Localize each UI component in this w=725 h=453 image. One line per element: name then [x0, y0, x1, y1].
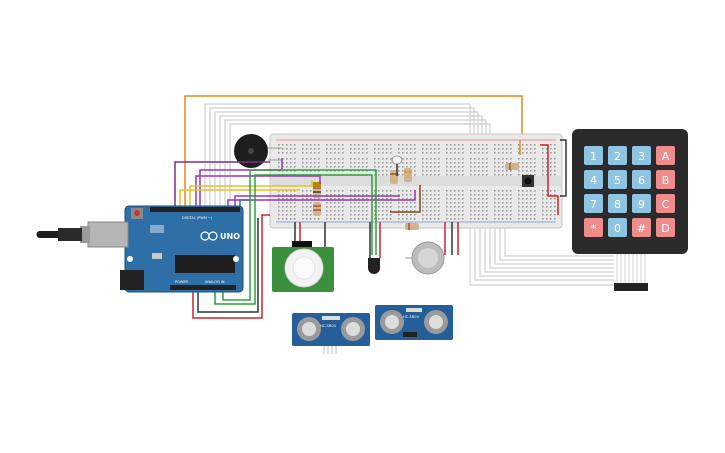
- breadboard: [269, 133, 563, 229]
- keypad-key-3[interactable]: 3: [632, 146, 651, 165]
- keypad-key-label: 8: [614, 198, 621, 211]
- analog-in-label: ANALOG IN: [205, 280, 225, 284]
- keypad-key-star[interactable]: *: [584, 218, 603, 237]
- microcontroller-chip: [175, 255, 235, 273]
- arduino-uno: UNO DIGITAL (PWM ~) POWER ANALOG IN: [36, 205, 244, 293]
- keypad-key-hash[interactable]: #: [632, 218, 651, 237]
- small-component: [313, 182, 321, 188]
- keypad-4x4: 1 2 3 A 4 5 6 B 7 8 9 C * 0 # D: [572, 129, 688, 292]
- digital-pins-label: DIGITAL (PWM ~): [182, 216, 213, 220]
- keypad-key-7[interactable]: 7: [584, 194, 603, 213]
- ultrasonic-sensor-1: HC-SR04: [292, 313, 370, 354]
- keypad-key-label: 4: [590, 174, 597, 187]
- keypad-key-9[interactable]: 9: [632, 194, 651, 213]
- keypad-key-label: C: [662, 198, 670, 211]
- keypad-key-D[interactable]: D: [656, 218, 675, 237]
- keypad-key-label: 7: [590, 198, 597, 211]
- keypad-key-label: 9: [638, 198, 645, 211]
- gas-sensor: [405, 241, 445, 275]
- keypad-key-label: 6: [638, 174, 645, 187]
- keypad-key-C[interactable]: C: [656, 194, 675, 213]
- resistor-2: [313, 202, 321, 216]
- keypad-key-6[interactable]: 6: [632, 170, 651, 189]
- keypad-key-1[interactable]: 1: [584, 146, 603, 165]
- ultrasonic-1-label: HC-SR04: [320, 324, 337, 328]
- keypad-key-label: B: [662, 174, 670, 187]
- power-analog-header: [170, 285, 236, 290]
- keypad-key-label: #: [637, 222, 646, 235]
- keypad-key-A[interactable]: A: [656, 146, 675, 165]
- keypad-key-5[interactable]: 5: [608, 170, 627, 189]
- resistor-4: [404, 168, 412, 182]
- keypad-key-0[interactable]: 0: [608, 218, 627, 237]
- digital-header: [150, 207, 240, 212]
- gray-wire-bundle: [204, 103, 620, 286]
- keypad-key-label: 2: [614, 150, 621, 163]
- keypad-key-label: A: [662, 150, 670, 163]
- ultrasonic-sensor-2: HC-SR04: [375, 305, 453, 340]
- piezo-buzzer: [234, 134, 282, 168]
- pir-motion-sensor: [272, 241, 334, 292]
- keypad-key-label: *: [591, 222, 597, 235]
- keypad-key-B[interactable]: B: [656, 170, 675, 189]
- keypad-key-2[interactable]: 2: [608, 146, 627, 165]
- wire-orange-top: [184, 95, 523, 210]
- wires: [174, 139, 567, 319]
- keypad-key-label: 3: [638, 150, 645, 163]
- keypad-key-label: 0: [614, 222, 621, 235]
- keypad-key-label: 1: [590, 150, 597, 163]
- keypad-key-label: 5: [614, 174, 621, 187]
- photo-sensor: [391, 155, 403, 165]
- keypad-key-8[interactable]: 8: [608, 194, 627, 213]
- keypad-key-label: D: [661, 222, 669, 235]
- temperature-sensor: [368, 258, 380, 274]
- keypad-ribbon: [616, 254, 646, 285]
- resistor-6: [505, 163, 519, 170]
- push-button: [522, 175, 534, 187]
- ultrasonic-2-label: HC-SR04: [403, 315, 420, 319]
- resistor-5: [405, 223, 419, 230]
- arduino-uno-label: UNO: [220, 232, 240, 241]
- power-label: POWER: [175, 280, 189, 284]
- keypad-key-4[interactable]: 4: [584, 170, 603, 189]
